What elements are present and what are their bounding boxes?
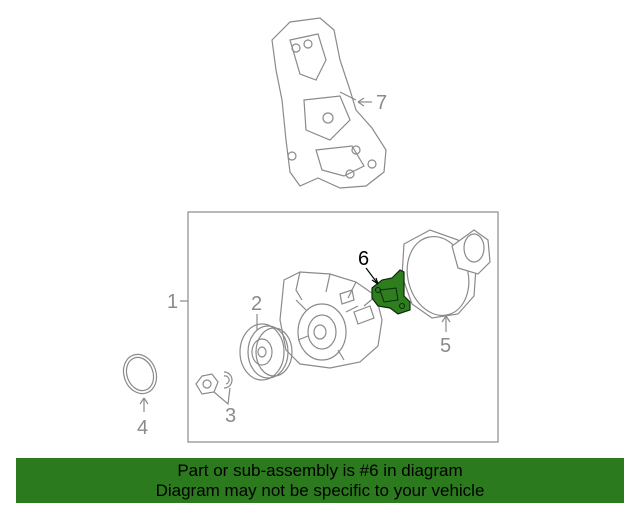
nut-washer-part-3[interactable] (195, 371, 233, 395)
ring-part-4[interactable] (118, 350, 162, 399)
callout-label-2: 2 (251, 293, 262, 315)
callout-3: 3 (213, 387, 236, 427)
callout-2: 2 (251, 293, 262, 330)
callout-label-3: 3 (225, 405, 236, 427)
alternator-assembly-frame (187, 211, 499, 443)
mounting-bracket-part-7[interactable] (271, 17, 387, 189)
callout-1: 1 (167, 291, 188, 313)
callout-label-4: 4 (137, 417, 148, 439)
pulley-part-2[interactable] (239, 323, 293, 381)
callout-label-5: 5 (440, 335, 451, 357)
callout-label-1: 1 (167, 291, 178, 313)
callout-label-6: 6 (358, 248, 369, 270)
banner-line-part-number: Part or sub-assembly is #6 in diagram (177, 461, 463, 480)
alternator-body[interactable] (279, 271, 383, 369)
banner-line-disclaimer: Diagram may not be specific to your vehi… (155, 481, 485, 500)
parts-diagram: 7 1 2 3 (118, 17, 499, 443)
callout-4: 4 (137, 397, 149, 439)
info-banner: Part or sub-assembly is #6 in diagram Di… (16, 458, 624, 503)
cover-part-5[interactable] (399, 229, 491, 323)
callout-5: 5 (440, 315, 451, 357)
callout-7: 7 (357, 92, 387, 114)
voltage-regulator-part-6[interactable] (371, 269, 411, 315)
callout-label-7: 7 (376, 92, 387, 114)
callout-6: 6 (358, 248, 379, 285)
